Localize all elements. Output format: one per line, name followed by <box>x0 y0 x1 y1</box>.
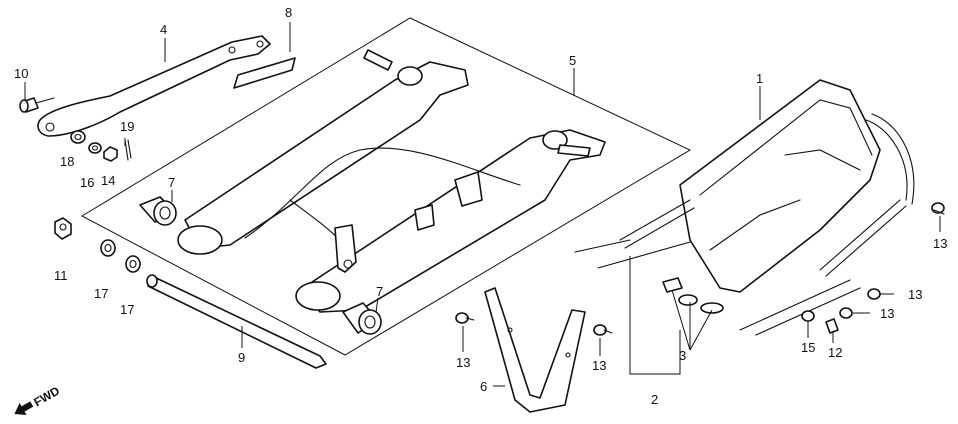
callout-10: 10 <box>14 66 28 81</box>
washer-16 <box>88 142 102 154</box>
callout-11: 11 <box>54 268 68 283</box>
callout-7-lower: 7 <box>376 284 383 299</box>
callout-14: 14 <box>101 173 115 188</box>
bolt-13-right-2 <box>839 307 853 319</box>
swingarm-decal <box>233 57 296 89</box>
chain-case <box>679 79 881 293</box>
callout-2: 2 <box>651 392 658 407</box>
fwd-label: FWD <box>31 383 62 409</box>
callout-15: 15 <box>801 340 815 355</box>
bolt-12 <box>825 318 839 334</box>
callout-5: 5 <box>569 53 576 68</box>
callout-13-mid: 13 <box>592 358 606 373</box>
callout-13-right-2: 13 <box>880 306 894 321</box>
callout-13-right-top: 13 <box>933 236 947 251</box>
bolt-13-right-1 <box>867 288 881 300</box>
callout-19: 19 <box>120 119 134 134</box>
drive-chain <box>574 113 915 336</box>
callout-8: 8 <box>285 5 292 20</box>
swingarm <box>177 49 606 313</box>
callout-3: 3 <box>679 348 686 363</box>
callout-13-right-1: 13 <box>908 287 922 302</box>
callout-17a: 17 <box>94 286 108 301</box>
assembly-plane-outline <box>80 17 692 356</box>
nut-14 <box>103 146 118 162</box>
washer-18 <box>70 130 86 144</box>
bolt-13-right-top <box>931 202 945 215</box>
washer-15 <box>801 310 815 322</box>
chain-master-link <box>662 277 724 314</box>
pivot-bushing-lower <box>342 302 382 335</box>
callout-1: 1 <box>756 71 763 86</box>
callout-18: 18 <box>60 154 74 169</box>
torque-link-bolt <box>19 97 55 113</box>
callout-12: 12 <box>828 345 842 360</box>
cotter-pin-19 <box>124 139 132 161</box>
chain-case-bracket <box>484 287 586 413</box>
washer-17b <box>125 255 141 273</box>
callout-16: 16 <box>80 175 94 190</box>
leader-lines <box>24 22 941 387</box>
bolt-13-left <box>455 312 475 324</box>
callout-13-left: 13 <box>456 355 470 370</box>
bolt-13-mid <box>593 324 613 336</box>
callout-6: 6 <box>480 379 487 394</box>
fwd-arrow-icon <box>14 401 34 416</box>
torque-link-rod <box>37 35 271 137</box>
fwd-indicator: FWD <box>14 383 62 416</box>
pivot-nut-11 <box>54 217 72 240</box>
callout-9: 9 <box>238 350 245 365</box>
callout-7-upper: 7 <box>168 175 175 190</box>
callout-17b: 17 <box>120 302 134 317</box>
callout-4: 4 <box>160 22 167 37</box>
washer-17a <box>100 239 116 257</box>
pivot-bolt <box>146 274 327 369</box>
pivot-bushing-upper <box>139 196 177 226</box>
